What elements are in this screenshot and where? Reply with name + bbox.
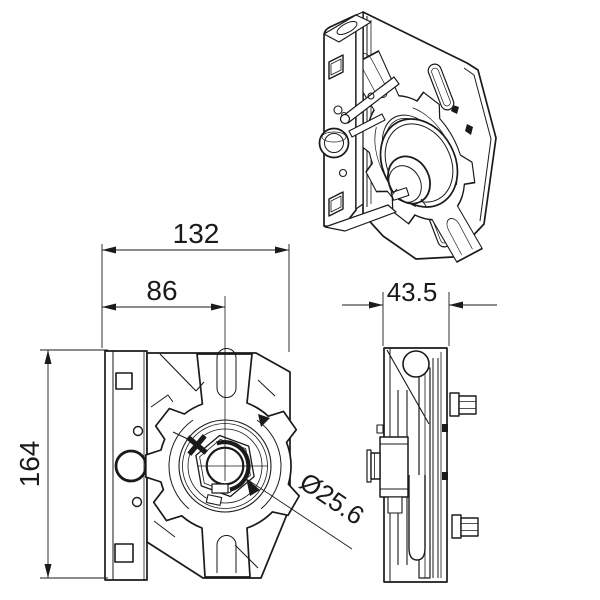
isometric-view [315, 11, 511, 281]
knob-iso [318, 127, 350, 159]
side-view [366, 347, 479, 583]
clamp-cross-mark [186, 434, 208, 456]
dimension-overall-width: 132 [173, 218, 220, 249]
left-bolt-head [370, 452, 381, 480]
pawl-mark-front [258, 414, 270, 427]
spline-heavy-arc [216, 440, 251, 492]
roller-pin-side [402, 350, 430, 378]
mount-hole-square-top [115, 372, 133, 390]
iso-hub [379, 118, 459, 208]
dimension-bore-diameter: Ø25.6 [294, 466, 369, 530]
bracket-plate-front [104, 350, 148, 581]
bolt-upper-side [449, 392, 477, 417]
bolt-lower-side [451, 514, 479, 539]
plate-slot-top [427, 63, 455, 111]
leader-arrowhead [246, 478, 260, 496]
slot-side [408, 475, 426, 561]
dimension-depth: 43.5 [387, 277, 438, 307]
mount-hole-square-bottom [114, 543, 134, 563]
leader-line [247, 479, 353, 550]
pawl-mark-iso [465, 124, 473, 135]
dimension-center-offset: 86 [146, 275, 177, 306]
front-view [104, 347, 301, 581]
hub-block-side [379, 436, 409, 498]
dimension-overall-height: 164 [14, 441, 45, 488]
bracket-flange-iso [323, 14, 357, 229]
